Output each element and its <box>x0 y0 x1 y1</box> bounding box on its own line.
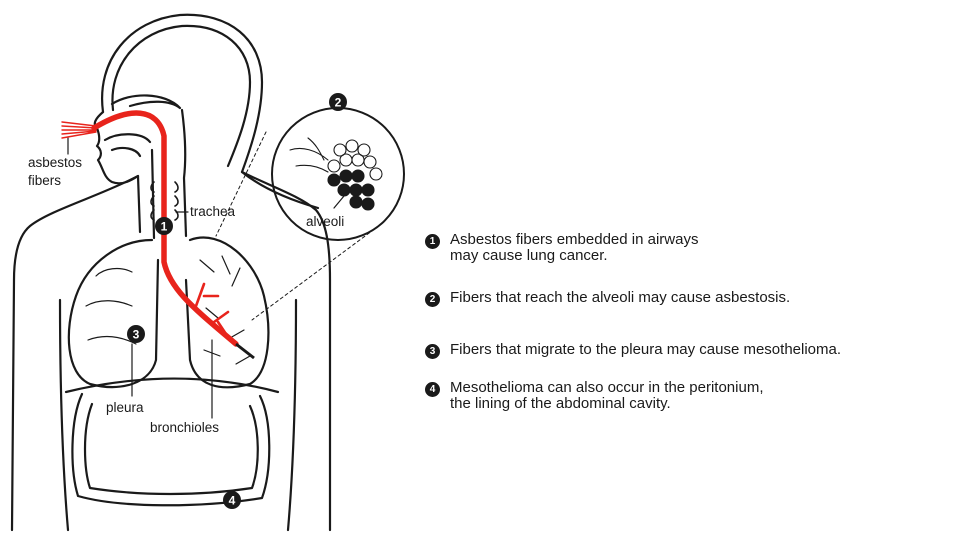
marker-4: 4 <box>223 491 241 509</box>
peritoneum-outline <box>85 404 258 494</box>
bronchiole-tip <box>236 344 254 358</box>
label-alveoli: alveoli <box>306 214 344 229</box>
diaphragm <box>66 379 278 393</box>
legend-line: Fibers that migrate to the pleura may ca… <box>450 342 841 358</box>
marker-2: 2 <box>329 93 347 111</box>
throat-back <box>182 110 186 236</box>
label-asbestos: asbestos <box>28 155 82 170</box>
legend-text-2: Fibers that reach the alveoli may cause … <box>450 290 790 306</box>
label-trachea: trachea <box>190 204 236 219</box>
throat-front <box>152 150 154 238</box>
legend-line: the lining of the abdominal cavity. <box>450 396 764 412</box>
legend-item-2: 2 Fibers that reach the alveoli may caus… <box>425 290 790 307</box>
nasal-cavity <box>112 95 180 108</box>
legend-line: Fibers that reach the alveoli may cause … <box>450 290 790 306</box>
legend-text-4: Mesothelioma can also occur in the perit… <box>450 380 764 412</box>
right-arm-inner <box>288 300 296 530</box>
legend-line: Mesothelioma can also occur in the perit… <box>450 380 764 396</box>
left-arm-inner <box>60 300 68 530</box>
fiber-strands <box>62 122 96 138</box>
legend-badge-2: 2 <box>425 292 440 307</box>
mouth <box>105 134 150 156</box>
legend-badge-4: 4 <box>425 382 440 397</box>
alveoli-cluster <box>290 138 382 210</box>
alveoli-leader <box>334 196 344 208</box>
left-lung <box>69 240 158 387</box>
marker-3: 3 <box>127 325 145 343</box>
svg-text:4: 4 <box>229 494 236 508</box>
legend-badge-3: 3 <box>425 344 440 359</box>
legend-item-4: 4 Mesothelioma can also occur in the per… <box>425 380 764 412</box>
label-pleura: pleura <box>106 400 144 415</box>
legend-text-3: Fibers that migrate to the pleura may ca… <box>450 342 841 358</box>
abdomen-outline <box>72 394 269 505</box>
legend-line: Asbestos fibers embedded in airways <box>450 232 698 248</box>
marker-1: 1 <box>155 217 173 235</box>
label-bronchioles: bronchioles <box>150 420 219 435</box>
face-profile <box>95 112 140 232</box>
legend-badge-1: 1 <box>425 234 440 249</box>
legend-item-3: 3 Fibers that migrate to the pleura may … <box>425 342 841 359</box>
legend-text-1: Asbestos fibers embedded in airways may … <box>450 232 698 264</box>
legend-line: may cause lung cancer. <box>450 248 698 264</box>
svg-text:1: 1 <box>161 220 168 234</box>
legend-item-1: 1 Asbestos fibers embedded in airways ma… <box>425 232 698 264</box>
svg-text:3: 3 <box>133 328 140 342</box>
svg-text:2: 2 <box>335 96 342 110</box>
label-fibers: fibers <box>28 173 61 188</box>
